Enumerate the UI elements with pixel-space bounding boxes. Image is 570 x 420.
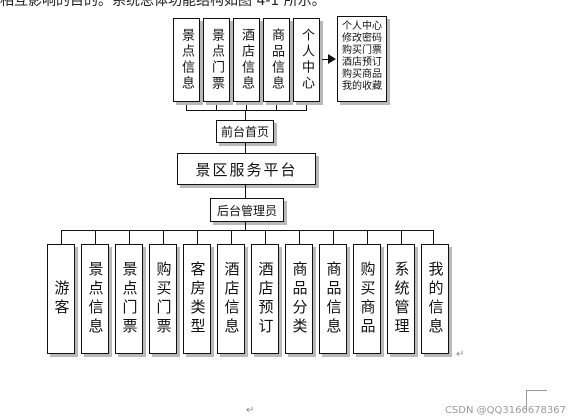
backend-module-buy-goods: 购买商品 bbox=[353, 244, 381, 354]
backend-module-room-type: 客房类型 bbox=[183, 244, 211, 354]
backend-module-label: 商品信息 bbox=[324, 261, 343, 337]
backend-module-tourist: 游客 bbox=[47, 244, 75, 354]
backend-module-label: 商品分类 bbox=[290, 261, 309, 337]
front-module-label: 酒店信息 bbox=[239, 28, 254, 92]
backend-module-hotel-booking: 酒店预订 bbox=[251, 244, 279, 354]
front-home-up-line bbox=[245, 110, 246, 120]
backend-module-label: 客房类型 bbox=[188, 261, 207, 337]
backend-module-label: 系统管理 bbox=[392, 261, 411, 337]
front-module-hotel-info: 酒店信息 bbox=[233, 18, 260, 102]
backend-stem-6 bbox=[231, 230, 232, 244]
front-stem-2 bbox=[216, 102, 217, 111]
front-module-personal-center: 个人中心 bbox=[293, 18, 320, 102]
personal-item: 购买商品 bbox=[342, 69, 382, 80]
front-stem-3 bbox=[246, 102, 247, 111]
backend-stem-11 bbox=[401, 230, 402, 244]
front-module-scenic-ticket: 景点门票 bbox=[203, 18, 230, 102]
backend-stem-9 bbox=[333, 230, 334, 244]
backend-module-goods-info: 商品信息 bbox=[319, 244, 347, 354]
platform-label: 景区服务平台 bbox=[195, 160, 298, 179]
front-stem-1 bbox=[186, 102, 187, 111]
page-corner-mark bbox=[526, 390, 547, 411]
backend-module-my-info: 我的信息 bbox=[421, 244, 449, 354]
backend-module-hotel-info: 酒店信息 bbox=[217, 244, 245, 354]
personal-item: 修改密码 bbox=[342, 33, 382, 44]
platform-to-admin-line bbox=[245, 185, 246, 198]
front-module-label: 商品信息 bbox=[269, 28, 284, 92]
backend-admin-label: 后台管理员 bbox=[216, 203, 277, 218]
backend-stem-1 bbox=[61, 230, 62, 244]
backend-stem-8 bbox=[299, 230, 300, 244]
platform-box: 景区服务平台 bbox=[177, 153, 316, 185]
front-module-label: 景点门票 bbox=[209, 28, 224, 92]
backend-module-label: 游客 bbox=[52, 280, 71, 318]
admin-down-line bbox=[245, 222, 246, 230]
personal-item: 购买门票 bbox=[342, 45, 382, 56]
backend-stem-10 bbox=[367, 230, 368, 244]
backend-stem-4 bbox=[163, 230, 164, 244]
personal-center-detail-box: 个人中心 修改密码 购买门票 酒店预订 购买商品 我的收藏 bbox=[337, 16, 387, 102]
personal-item: 个人中心 bbox=[342, 21, 382, 32]
front-module-goods-info: 商品信息 bbox=[263, 18, 290, 102]
backend-module-label: 购买商品 bbox=[358, 261, 377, 337]
backend-module-label: 酒店信息 bbox=[222, 261, 241, 337]
backend-module-label: 购买门票 bbox=[154, 261, 173, 337]
front-home-label: 前台首页 bbox=[220, 125, 269, 139]
backend-stem-7 bbox=[265, 230, 266, 244]
csdn-watermark: CSDN @QQ3166678367 bbox=[444, 405, 566, 416]
backend-stem-3 bbox=[129, 230, 130, 244]
backend-bus-line bbox=[61, 230, 433, 231]
front-stem-5 bbox=[306, 102, 307, 111]
backend-module-buy-ticket: 购买门票 bbox=[149, 244, 177, 354]
front-home-to-platform-line bbox=[245, 143, 246, 153]
backend-stem-12 bbox=[433, 230, 434, 244]
top-paragraph-text: 相互影响的目的。系统总体功能结构如图 4-1 所示。 bbox=[0, 0, 326, 9]
paragraph-mark-icon: ↵ bbox=[246, 405, 255, 416]
backend-module-label: 景点信息 bbox=[86, 261, 105, 337]
front-module-label: 个人中心 bbox=[299, 28, 314, 92]
backend-module-label: 酒店预订 bbox=[256, 261, 275, 337]
personal-arrow-head bbox=[328, 54, 336, 64]
personal-item: 酒店预订 bbox=[342, 57, 382, 68]
backend-admin-box: 后台管理员 bbox=[210, 198, 284, 222]
backend-module-scenic-ticket: 景点门票 bbox=[115, 244, 143, 354]
front-module-label: 景点信息 bbox=[179, 28, 194, 92]
front-home-box: 前台首页 bbox=[216, 120, 274, 143]
backend-module-system-management: 系统管理 bbox=[387, 244, 415, 354]
backend-stem-2 bbox=[95, 230, 96, 244]
paragraph-mark-icon: ↵ bbox=[456, 349, 465, 360]
front-stem-4 bbox=[276, 102, 277, 111]
personal-item: 我的收藏 bbox=[342, 81, 382, 92]
backend-module-scenic-info: 景点信息 bbox=[81, 244, 109, 354]
personal-arrow-line bbox=[322, 59, 330, 60]
backend-module-goods-category: 商品分类 bbox=[285, 244, 313, 354]
front-module-scenic-info: 景点信息 bbox=[173, 18, 200, 102]
backend-module-label: 景点门票 bbox=[120, 261, 139, 337]
backend-stem-5 bbox=[197, 230, 198, 244]
backend-module-label: 我的信息 bbox=[426, 261, 445, 337]
